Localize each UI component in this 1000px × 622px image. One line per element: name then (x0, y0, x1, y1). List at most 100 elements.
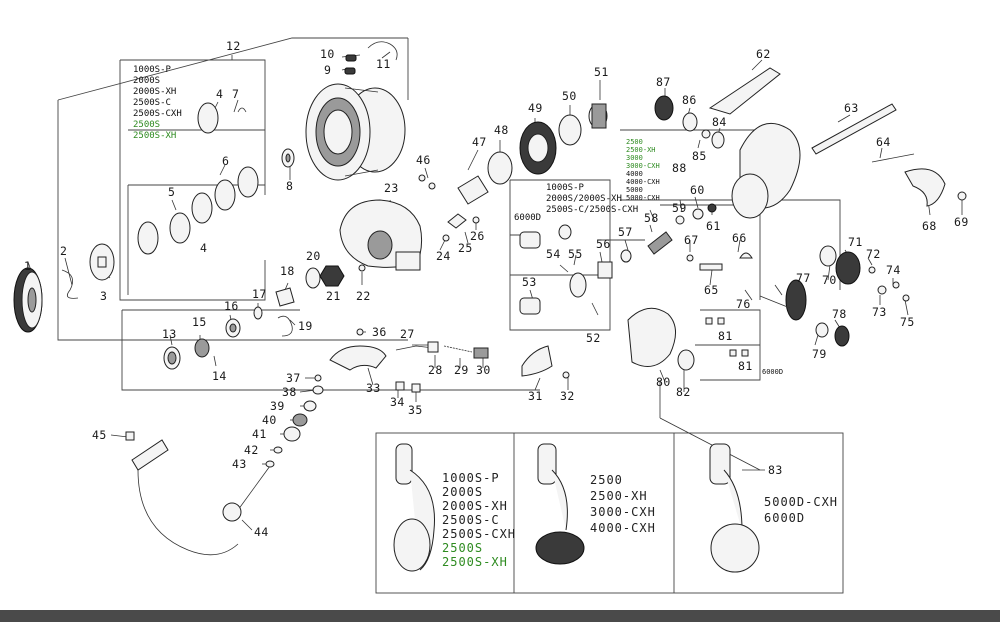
label-67: 67 (684, 233, 699, 247)
label-40: 40 (262, 413, 277, 427)
pinion-model-list: 2500 2500-XH 3000 3000-CXH 4000 4000-CXH… (626, 138, 660, 202)
part-49-51 (519, 103, 608, 175)
handle-b-model-list: 2500 2500-XH 3000-CXH 4000-CXH (590, 473, 656, 535)
part-6-washers (214, 166, 259, 211)
handle-a-model-3: 2000S-XH (442, 499, 508, 513)
label-66: 66 (732, 231, 747, 245)
part-7-clip (237, 107, 247, 113)
rotor-model-3: 2500S-C/2500S-CXH (546, 205, 638, 215)
label-37: 37 (286, 371, 301, 385)
part-80-82 (627, 307, 749, 371)
rotor-model-list: 6000D 1000S-P 2000S/2000S-XH 2500S-C/250… (514, 183, 638, 223)
handle-a-model-7: 2500S-XH (442, 555, 508, 569)
label-51: 51 (594, 65, 609, 79)
spool-model-1: 1000S-P (133, 65, 172, 75)
label-10: 10 (320, 47, 335, 61)
handle-c-model-1: 5000D-CXH (764, 495, 838, 509)
part-8-bearing (281, 148, 295, 168)
label-75: 75 (900, 315, 915, 329)
pinion-model-1: 2500 (626, 138, 643, 146)
label-39: 39 (270, 399, 285, 413)
label-70: 70 (822, 273, 837, 287)
label-22: 22 (356, 289, 371, 303)
handle-a-model-5: 2500S-CXH (442, 527, 516, 541)
part-53-54-bearings (519, 224, 572, 315)
pinion-model-3: 3000 (626, 154, 643, 162)
label-17: 17 (252, 287, 267, 301)
label-19: 19 (298, 319, 313, 333)
label-47: 47 (472, 135, 487, 149)
label-7: 7 (232, 87, 239, 101)
label-48: 48 (494, 123, 509, 137)
rotor-model-1: 1000S-P (546, 183, 585, 193)
part-33-36-bail-arm (329, 328, 421, 393)
label-42: 42 (244, 443, 259, 457)
label-57: 57 (618, 225, 633, 239)
pinion-model-7: 5000 (626, 186, 643, 194)
label-86: 86 (682, 93, 697, 107)
handle-a-model-6: 2500S (442, 541, 483, 555)
label-13: 13 (162, 327, 177, 341)
label-23: 23 (384, 181, 399, 195)
label-71: 71 (848, 235, 863, 249)
part-13-15-16 (163, 318, 241, 370)
label-81b: 81 (738, 359, 753, 373)
part-59-61 (675, 203, 717, 225)
label-77: 77 (796, 271, 811, 285)
label-29: 29 (454, 363, 469, 377)
label-65: 65 (704, 283, 719, 297)
label-83: 83 (768, 463, 783, 477)
part-12-spool (305, 83, 406, 181)
label-52: 52 (586, 331, 601, 345)
rotor-6000d-label: 6000D (514, 213, 541, 223)
label-14: 14 (212, 369, 227, 383)
label-85: 85 (692, 149, 707, 163)
label-60: 60 (690, 183, 705, 197)
label-54: 54 (546, 247, 561, 261)
label-9: 9 (324, 63, 331, 77)
pinion-model-6: 4000-CXH (626, 178, 660, 186)
label-73: 73 (872, 305, 887, 319)
part-number-labels: 1 2 3 4 4 5 6 7 8 9 10 11 12 13 14 15 16… (24, 39, 968, 539)
label-36: 36 (372, 325, 387, 339)
part-37-43-stack (265, 374, 324, 468)
label-56: 56 (596, 237, 611, 251)
body-6000d-label: 6000D (762, 368, 783, 376)
handle-a-model-4: 2500S-C (442, 513, 500, 527)
label-63: 63 (844, 101, 859, 115)
label-34: 34 (390, 395, 405, 409)
handle-b-model-3: 3000-CXH (590, 505, 656, 519)
part-46-48 (418, 151, 513, 205)
pinion-model-5: 4000 (626, 170, 643, 178)
label-46: 46 (416, 153, 431, 167)
label-31: 31 (528, 389, 543, 403)
part-63-64-shafts (811, 103, 915, 163)
part-44-45-bail-wire (125, 431, 242, 556)
spool-model-4: 2500S-C (133, 98, 171, 108)
label-25: 25 (458, 241, 473, 255)
label-43: 43 (232, 457, 247, 471)
pinion-model-2: 2500-XH (626, 146, 656, 154)
handle-c-model-2: 6000D (764, 511, 805, 525)
part-55-58-pinion (569, 231, 673, 298)
spool-model-5: 2500S-CXH (133, 109, 182, 119)
part-70-79-gear (759, 245, 910, 347)
label-33: 33 (366, 381, 381, 395)
label-2: 2 (60, 244, 67, 258)
part-31-32-arm (521, 345, 570, 379)
handle-b-model-4: 4000-CXH (590, 521, 656, 535)
label-61: 61 (706, 219, 721, 233)
spool-model-6: 2500S (133, 120, 160, 130)
label-50: 50 (562, 89, 577, 103)
label-55: 55 (568, 247, 583, 261)
label-79: 79 (812, 347, 827, 361)
label-38: 38 (282, 385, 297, 399)
label-44: 44 (254, 525, 269, 539)
label-24: 24 (436, 249, 451, 263)
label-62: 62 (756, 47, 771, 61)
label-49: 49 (528, 101, 543, 115)
label-20: 20 (306, 249, 321, 263)
label-12: 12 (226, 39, 241, 53)
label-82: 82 (676, 385, 691, 399)
handle-b-model-1: 2500 (590, 473, 623, 487)
